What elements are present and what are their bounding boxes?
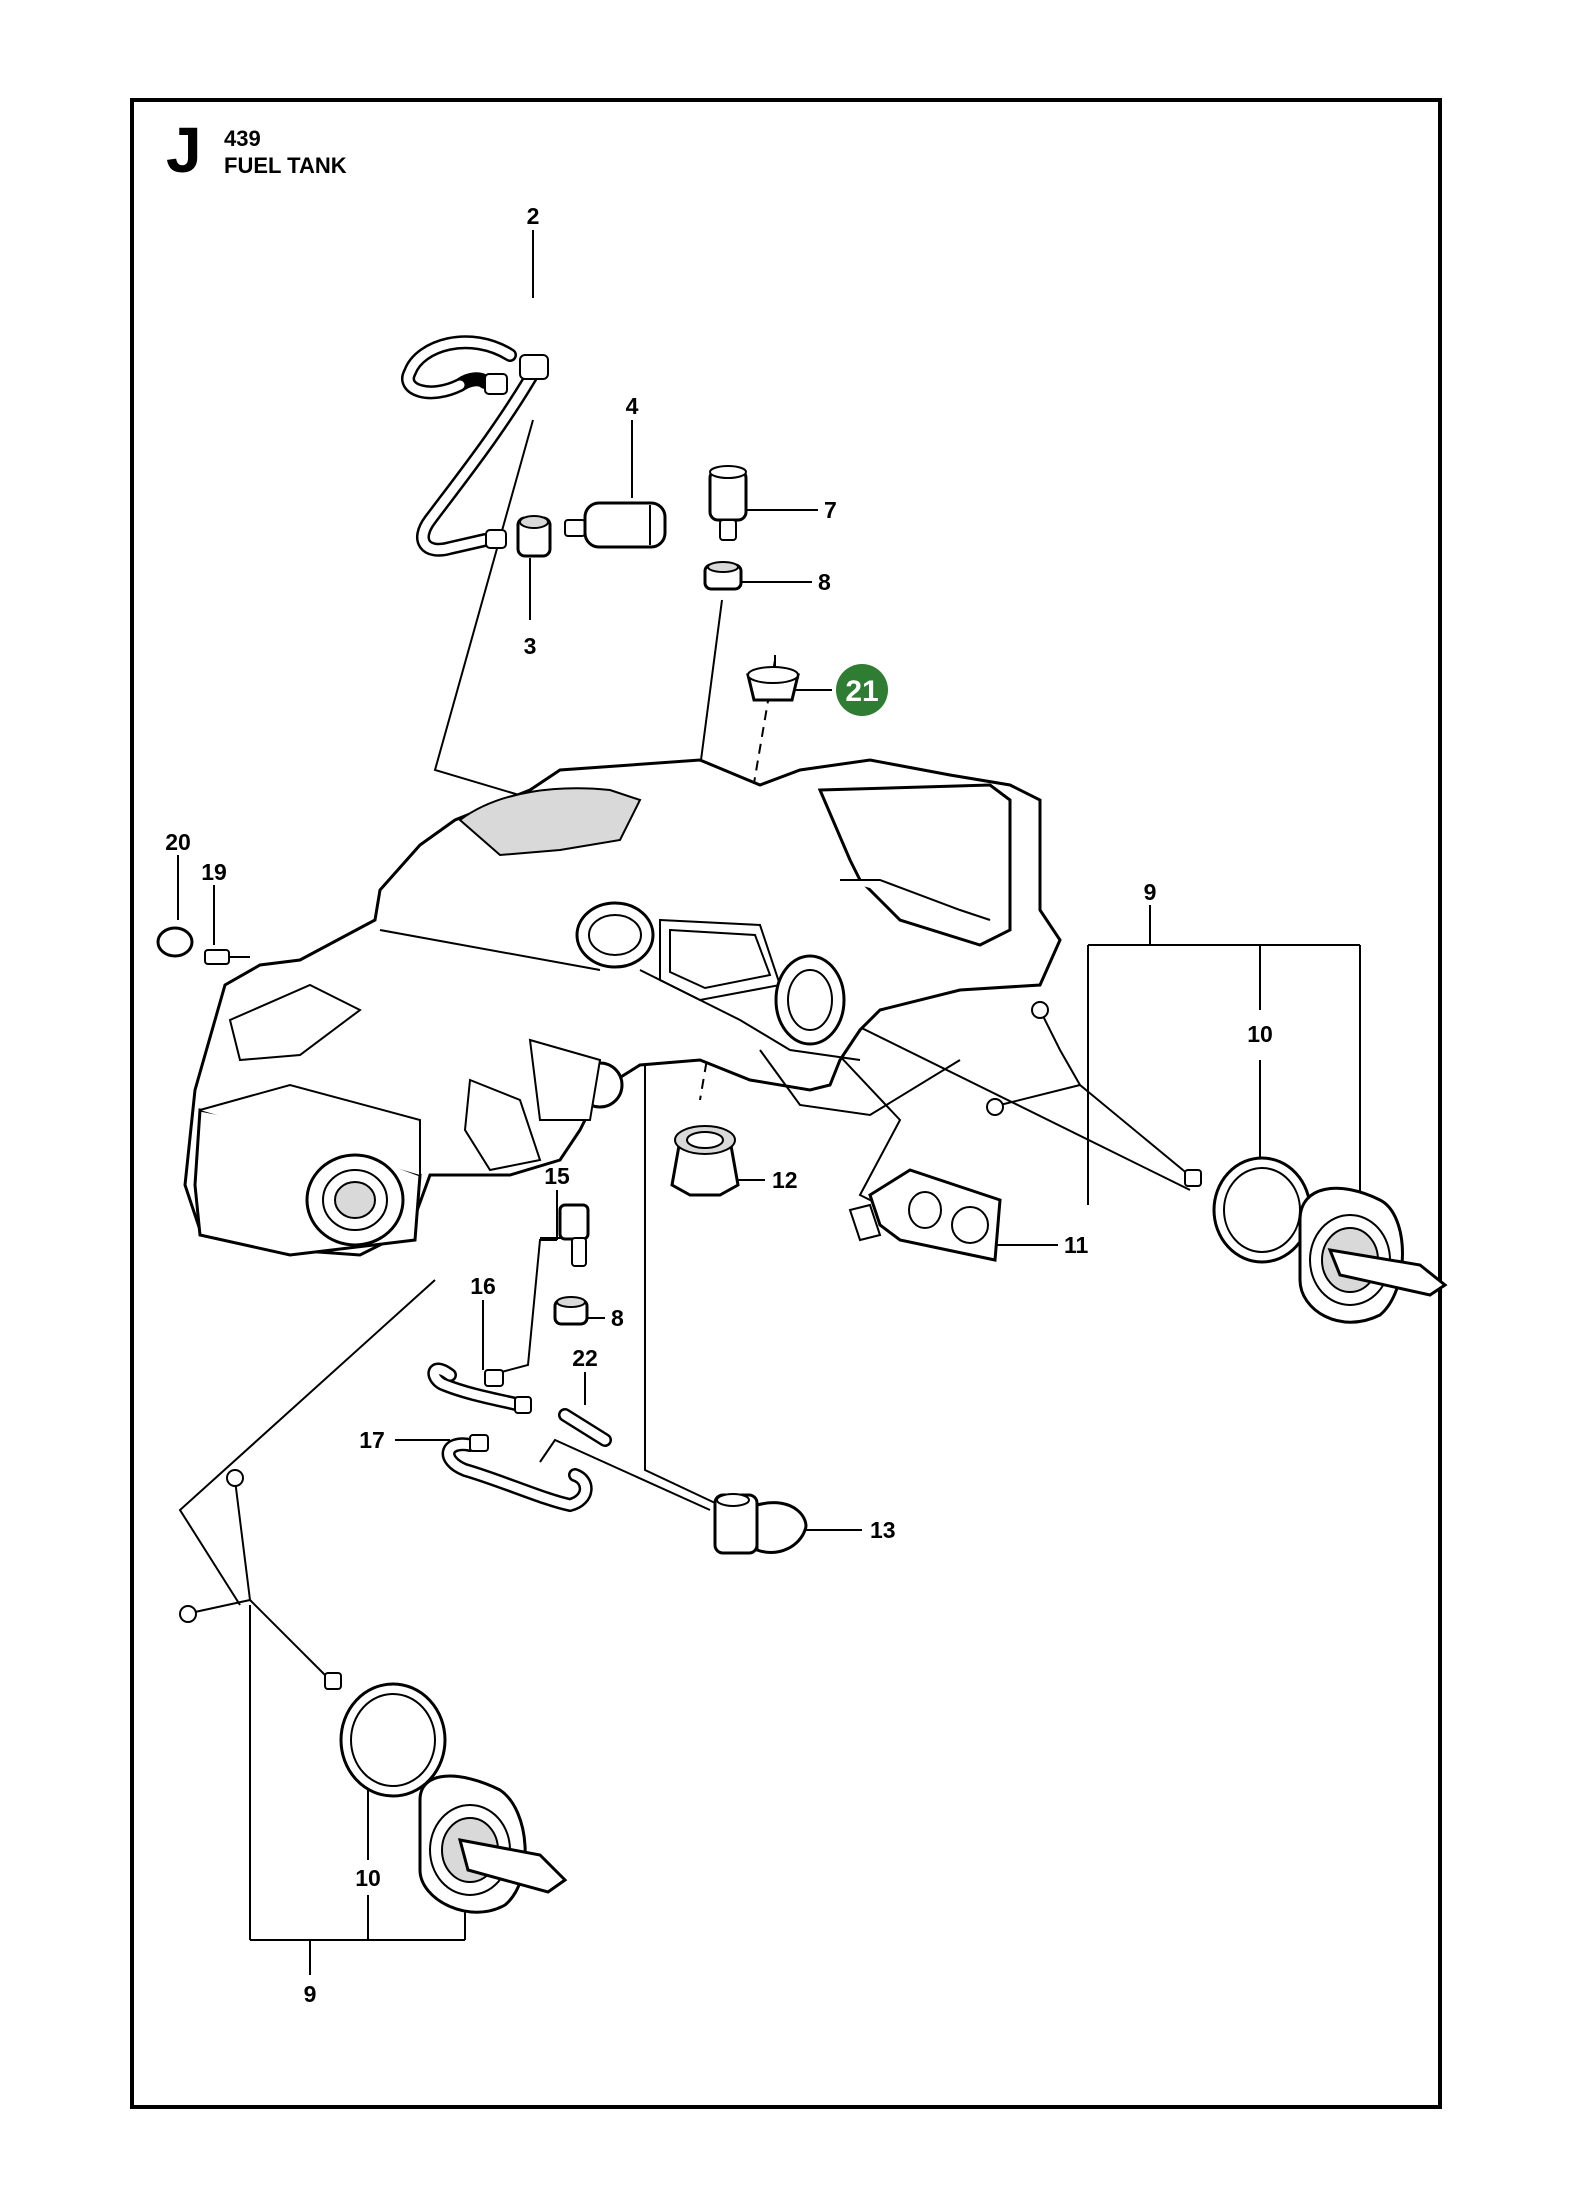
bushing-part [703,561,743,591]
callout-19: 19 [201,859,227,885]
fuel-cap-right [986,1001,1448,1324]
callout-10a: 10 [1247,1021,1273,1047]
callout-3: 3 [524,633,537,659]
purge-hose-part [441,1434,593,1513]
page-title: FUEL TANK [224,153,347,178]
primer-bulb-part [713,1493,808,1555]
grommet-part [516,515,552,558]
callout-2: 2 [527,203,540,229]
callout-20: 20 [165,829,191,855]
model-number: 439 [224,126,261,151]
callout-9b: 9 [304,1981,317,2007]
bracket-part [848,1168,1002,1262]
leader-lines [177,230,1361,1975]
fuel-hose-part [401,335,549,557]
callout-22: 22 [572,1345,598,1371]
callout-4: 4 [626,393,639,419]
callout-12: 12 [772,1167,798,1193]
callout-labels: 2 3 4 7 8 21 20 19 9 10 12 11 15 16 8 22… [165,203,1273,2007]
callout-16: 16 [470,1273,496,1299]
rubber-grommet-part [670,1125,740,1197]
valve-part [708,465,748,541]
callout-21: 21 [845,675,878,708]
callout-7: 7 [824,497,837,523]
fuel-tank-body [183,758,1062,1257]
cap-and-screw-parts [156,926,250,965]
callout-21-badge [836,664,888,716]
callout-8b: 8 [611,1305,624,1331]
callout-10b: 10 [355,1865,381,1891]
fuel-cap-left [179,1469,568,1914]
elbow-fitting-part [540,1203,590,1267]
callout-15: 15 [544,1163,570,1189]
fuel-filter-part [564,501,667,549]
sleeve-part [746,666,800,702]
callout-17: 17 [359,1427,385,1453]
return-hose-part [427,1362,532,1414]
callout-9a: 9 [1144,879,1157,905]
section-letter: J [166,114,202,186]
tube-part [558,1408,612,1447]
diagram-frame [130,98,1442,2109]
bushing-lower-part [553,1296,589,1326]
callout-13: 13 [870,1517,896,1543]
callout-11: 11 [1064,1232,1089,1258]
callout-8a: 8 [818,569,831,595]
